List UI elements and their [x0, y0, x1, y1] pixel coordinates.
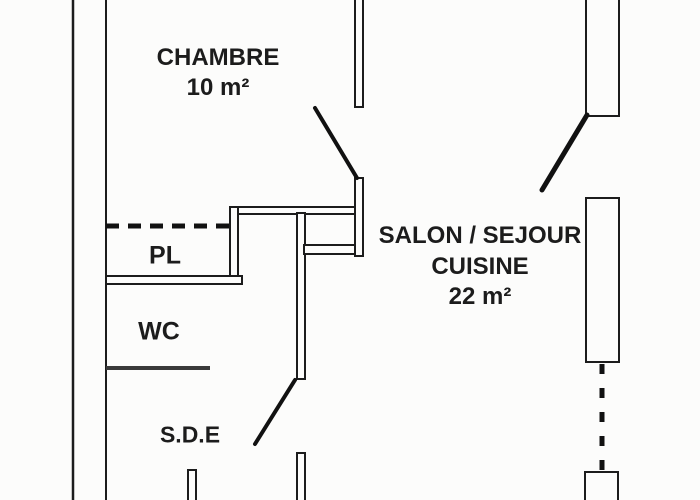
room-label-chambre: CHAMBRE [156, 44, 280, 71]
room-label-pl: PL [149, 241, 181, 270]
window-right-top [585, 0, 620, 117]
room-label-sde: S.D.E [159, 421, 221, 448]
wall-stub-sde-bottom-left [187, 469, 197, 500]
door-chambre-swing [313, 106, 359, 180]
wall-pl-bottom [105, 275, 243, 285]
wall-hall-left [296, 212, 306, 380]
room-label-cuisine: CUISINE [431, 253, 529, 280]
room-label-salon-sejour: SALON / SEJOUR [378, 222, 582, 249]
window-right-bottom [584, 471, 619, 500]
room-label-wc: WC [138, 317, 180, 346]
window-right-middle [585, 197, 620, 363]
wall-stub-chambre-top [354, 0, 364, 108]
wall-stub-chambre-bottom [354, 177, 364, 257]
wall-stub-sde-bottom-right [296, 452, 306, 500]
wall-pl-right [229, 206, 239, 285]
door-sde-swing [253, 378, 297, 446]
room-area-chambre: 10 m² [186, 74, 250, 101]
room-area-salon: 22 m² [448, 283, 512, 310]
door-salon-swing [539, 112, 590, 193]
